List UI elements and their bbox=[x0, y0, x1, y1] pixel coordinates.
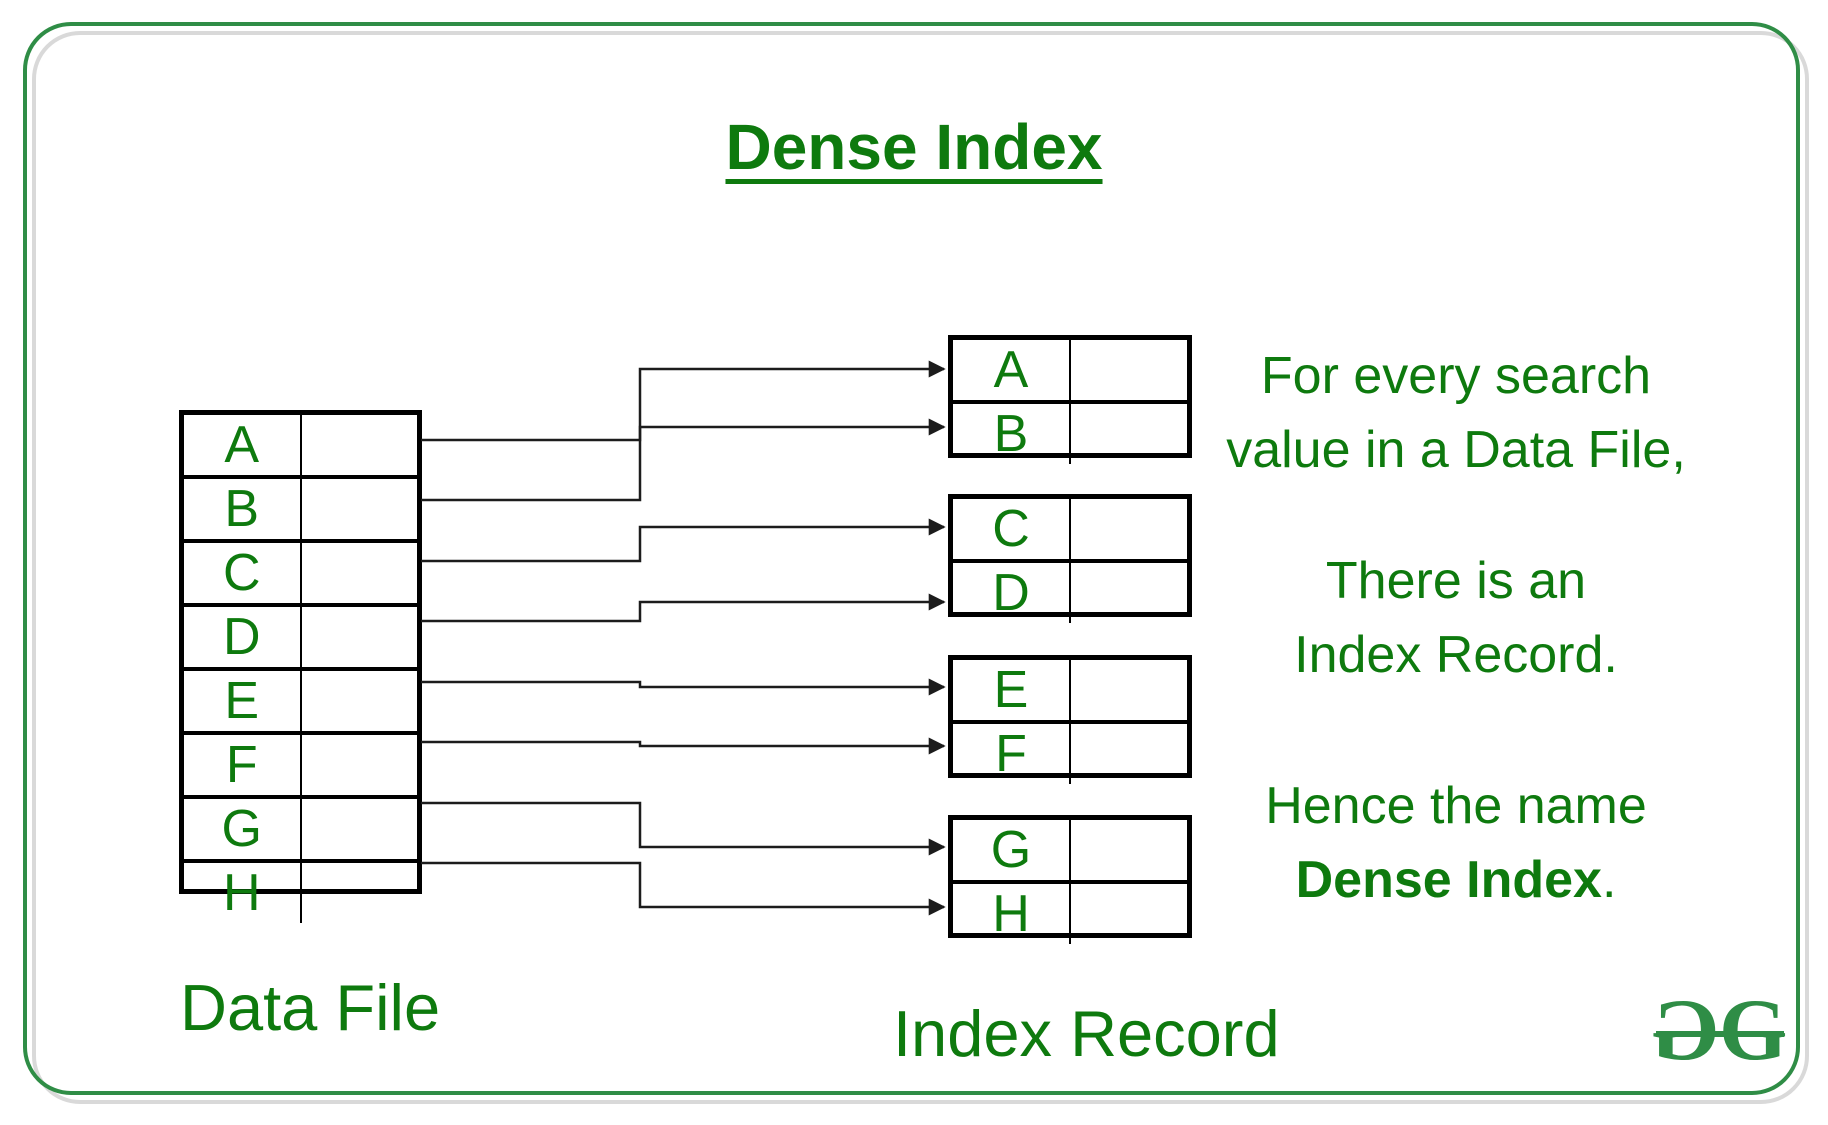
data-file-cell-f: F bbox=[184, 735, 302, 795]
index-record-table-ef: E F bbox=[948, 655, 1192, 784]
data-file-pointer-cell bbox=[302, 671, 418, 731]
index-record-label: Index Record bbox=[893, 997, 1280, 1070]
table-row: B bbox=[184, 475, 417, 539]
note-every-search-value: For every search value in a Data File, bbox=[1150, 339, 1762, 487]
table-row: F bbox=[953, 720, 1187, 784]
index-cell-f: F bbox=[953, 724, 1071, 784]
index-record-table-gh: G H bbox=[948, 815, 1192, 944]
index-cell-c: C bbox=[953, 499, 1071, 559]
note-line: value in a Data File, bbox=[1226, 421, 1686, 479]
table-row: E bbox=[184, 667, 417, 731]
logo-crossbar bbox=[1656, 1031, 1784, 1037]
table-row: D bbox=[953, 559, 1187, 623]
data-file-pointer-cell bbox=[302, 415, 418, 475]
data-file-pointer-cell bbox=[302, 543, 418, 603]
data-file-pointer-cell bbox=[302, 607, 418, 667]
index-cell-h: H bbox=[953, 884, 1071, 944]
index-cell-g: G bbox=[953, 820, 1071, 880]
index-record-table-ab: A B bbox=[948, 335, 1192, 464]
logo-g-glyph: G bbox=[1719, 982, 1787, 1079]
table-row: G bbox=[953, 820, 1187, 880]
data-file-pointer-cell bbox=[302, 799, 418, 859]
table-row: C bbox=[953, 499, 1187, 559]
data-file-cell-d: D bbox=[184, 607, 302, 667]
note-hence-name: Hence the name Dense Index. bbox=[1150, 769, 1762, 917]
data-file-label: Data File bbox=[180, 971, 441, 1044]
data-file-table: A B C D E F G H bbox=[179, 410, 422, 923]
table-row: H bbox=[184, 859, 417, 923]
table-row: D bbox=[184, 603, 417, 667]
index-record-table-cd: C D bbox=[948, 494, 1192, 623]
table-row: A bbox=[953, 340, 1187, 400]
note-line: For every search bbox=[1260, 347, 1652, 405]
data-file-cell-c: C bbox=[184, 543, 302, 603]
note-suffix: . bbox=[1601, 851, 1617, 909]
table-row: G bbox=[184, 795, 417, 859]
note-line: Hence the name bbox=[1265, 777, 1647, 835]
data-file-cell-b: B bbox=[184, 479, 302, 539]
index-cell-a: A bbox=[953, 340, 1071, 400]
data-file-cell-a: A bbox=[184, 415, 302, 475]
note-line: Dense Index. bbox=[1150, 843, 1762, 917]
data-file-cell-h: H bbox=[184, 863, 302, 923]
data-file-cell-e: E bbox=[184, 671, 302, 731]
frame-border bbox=[23, 22, 1800, 1095]
data-file-pointer-cell bbox=[302, 735, 418, 795]
note-index-record: There is an Index Record. bbox=[1150, 544, 1762, 692]
table-row: F bbox=[184, 731, 417, 795]
table-row: C bbox=[184, 539, 417, 603]
table-row: E bbox=[953, 660, 1187, 720]
data-file-pointer-cell bbox=[302, 863, 418, 923]
index-cell-b: B bbox=[953, 404, 1071, 464]
data-file-pointer-cell bbox=[302, 479, 418, 539]
table-row: B bbox=[953, 400, 1187, 464]
note-line: Index Record. bbox=[1294, 626, 1618, 684]
page-title: Dense Index bbox=[725, 111, 1103, 183]
frame-shadow bbox=[32, 31, 1809, 1104]
table-row: A bbox=[184, 415, 417, 475]
table-row: H bbox=[953, 880, 1187, 944]
note-line: There is an bbox=[1325, 552, 1587, 610]
index-cell-d: D bbox=[953, 563, 1071, 623]
index-cell-e: E bbox=[953, 660, 1071, 720]
dense-index-bold-text: Dense Index bbox=[1295, 851, 1602, 909]
data-file-cell-g: G bbox=[184, 799, 302, 859]
